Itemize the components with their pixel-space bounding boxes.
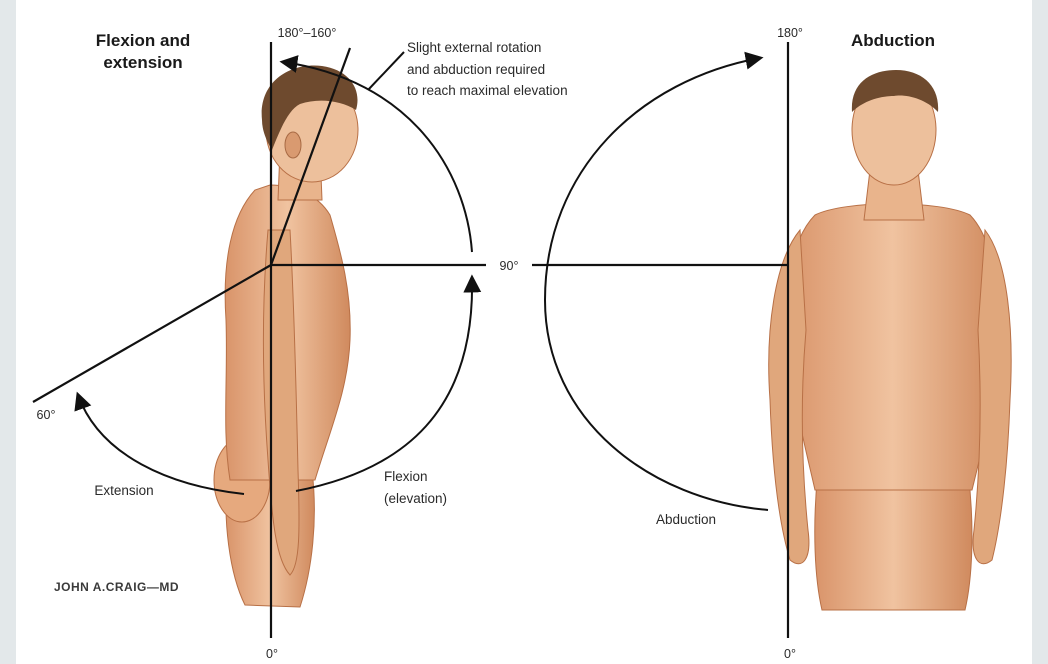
- right-angle-0-label: 0°: [784, 647, 796, 661]
- reference-lines: [33, 42, 788, 638]
- abduction-label: Abduction: [656, 512, 716, 527]
- note-line1: Slight external rotation: [407, 40, 541, 55]
- right-angle-180-label: 180°: [777, 26, 803, 40]
- angle-90-label: 90°: [500, 259, 519, 273]
- note-line2: and abduction required: [407, 62, 545, 77]
- left-angle-0-label: 0°: [266, 647, 278, 661]
- note-line3: to reach maximal elevation: [407, 83, 568, 98]
- side-view-figure: [214, 65, 358, 607]
- angle-180-160-label: 180°–160°: [278, 26, 337, 40]
- artist-signature: JOHN A.CRAIG—MD: [54, 580, 179, 594]
- front-view-figure: [769, 70, 1011, 610]
- flexion-label-line1: Flexion: [384, 469, 428, 484]
- flexion-title-line1: Flexion and: [96, 31, 190, 50]
- abduction-arc: [545, 58, 768, 510]
- motion-arcs: [78, 52, 768, 510]
- flexion-title-line2: extension: [103, 53, 182, 72]
- note-leader-line: [368, 52, 404, 90]
- extension-label: Extension: [94, 483, 153, 498]
- abduction-title: Abduction: [851, 31, 935, 50]
- flexion-label-line2: (elevation): [384, 491, 447, 506]
- angle-60-label: 60°: [37, 408, 56, 422]
